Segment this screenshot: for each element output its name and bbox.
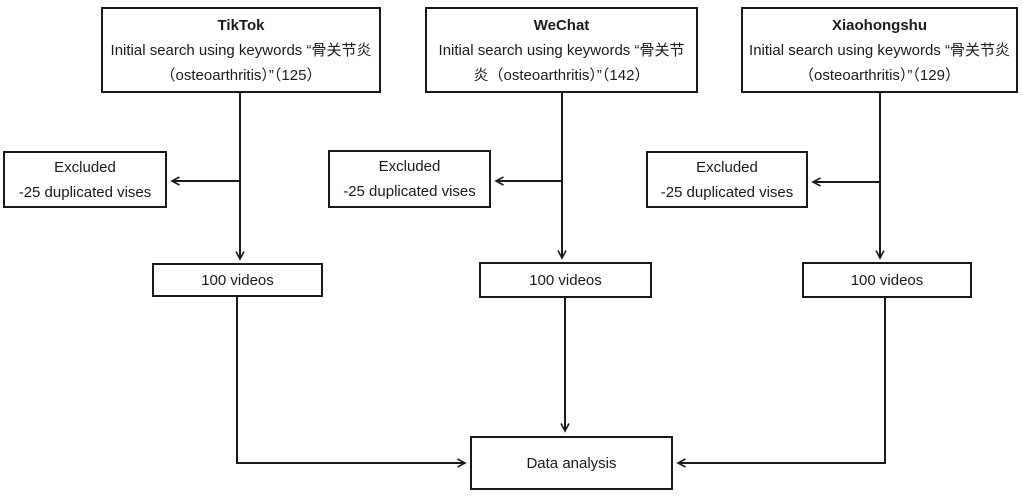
excluded-box-tiktok: Excluded -25 duplicated vises bbox=[3, 151, 167, 208]
excluded-reason-tiktok: -25 duplicated vises bbox=[18, 183, 152, 201]
videos-box-xiaohongshu: 100 videos bbox=[802, 262, 972, 298]
search-box-xiaohongshu: Xiaohongshu Initial search using keyword… bbox=[741, 7, 1018, 93]
platform-title-xiaohongshu: Xiaohongshu bbox=[832, 16, 927, 34]
search-box-wechat: WeChat Initial search using keywords “骨关… bbox=[425, 7, 698, 93]
platform-title-tiktok: TikTok bbox=[217, 16, 265, 34]
videos-label-wechat: 100 videos bbox=[529, 271, 602, 289]
excluded-reason-xiaohongshu: -25 duplicated vises bbox=[660, 183, 794, 201]
videos-box-tiktok: 100 videos bbox=[152, 263, 323, 297]
platform-title-wechat: WeChat bbox=[533, 16, 590, 34]
videos-label-tiktok: 100 videos bbox=[201, 271, 274, 289]
search-text-xiaohongshu: Initial search using keywords “骨关节炎（oste… bbox=[749, 41, 1010, 84]
videos-label-xiaohongshu: 100 videos bbox=[850, 271, 924, 289]
data-analysis-label: Data analysis bbox=[526, 454, 617, 472]
excluded-box-xiaohongshu: Excluded -25 duplicated vises bbox=[646, 151, 808, 208]
search-text-tiktok: Initial search using keywords “骨关节炎（oste… bbox=[110, 41, 372, 84]
connector-tiktok-videos-to-analysis bbox=[236, 297, 467, 468]
search-text-wechat: Initial search using keywords “骨关节炎（oste… bbox=[438, 41, 685, 84]
excluded-title-tiktok: Excluded bbox=[54, 158, 116, 176]
data-analysis-box: Data analysis bbox=[470, 436, 673, 490]
excluded-box-wechat: Excluded -25 duplicated vises bbox=[328, 150, 491, 208]
videos-box-wechat: 100 videos bbox=[479, 262, 652, 298]
connector-xiaohongshu-videos-to-analysis bbox=[676, 298, 886, 468]
excluded-reason-wechat: -25 duplicated vises bbox=[343, 183, 476, 200]
search-box-tiktok: TikTok Initial search using keywords “骨关… bbox=[101, 7, 381, 93]
excluded-title-xiaohongshu: Excluded bbox=[696, 158, 758, 176]
excluded-title-wechat: Excluded bbox=[378, 158, 441, 175]
